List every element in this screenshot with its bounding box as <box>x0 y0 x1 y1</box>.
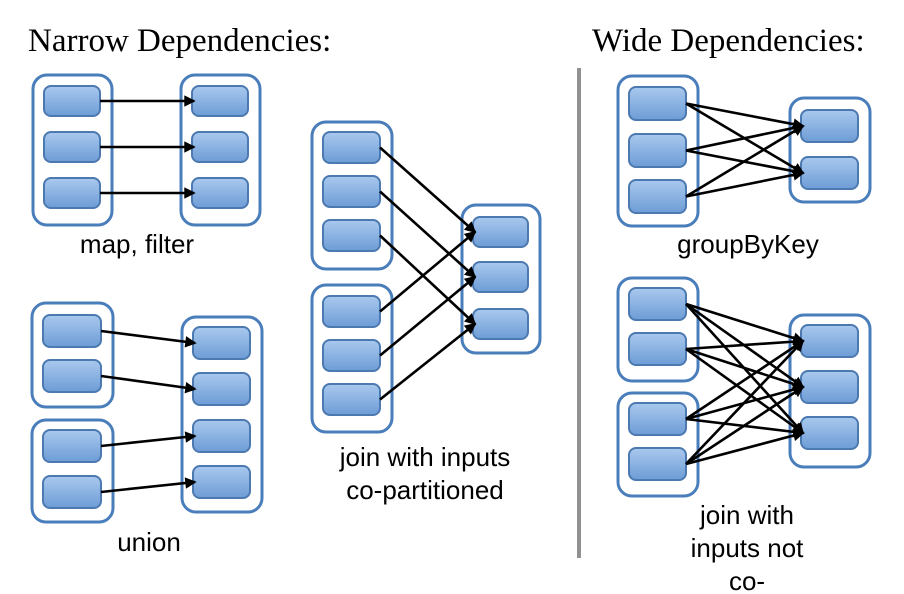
rdd-partitions-layer <box>42 85 859 509</box>
dependency-arrow <box>379 230 477 313</box>
rdd-partition <box>800 156 859 190</box>
dependency-arrow <box>685 335 805 351</box>
dependency-arrow <box>685 347 805 435</box>
rdd-partition <box>192 372 251 406</box>
narrow-dependencies-title: Narrow Dependencies: <box>28 23 332 59</box>
dependency-arrow <box>379 322 477 401</box>
rdd-partition <box>43 131 101 163</box>
rdd-partition <box>42 314 102 348</box>
rdd-partition <box>42 429 102 463</box>
rdd-container <box>180 315 264 514</box>
rdd-partition <box>191 131 249 163</box>
rdd-partition <box>628 447 687 481</box>
dependency-arrow <box>685 122 805 152</box>
rdd-partition <box>192 465 251 499</box>
rdd-partition <box>628 86 687 121</box>
figure-label-join-not-co-partitioned: join with inputs not co-partitioned <box>690 500 804 594</box>
rdd-partition <box>42 359 102 393</box>
rdd-partition <box>472 261 529 293</box>
rdd-partition <box>322 219 381 252</box>
rdd-partition <box>800 416 859 450</box>
dependency-arrow <box>379 190 477 279</box>
figure-label-union: union <box>117 527 181 557</box>
wide-dependencies-title: Wide Dependencies: <box>592 23 865 59</box>
dependency-arrow <box>100 431 197 448</box>
rdd-partition <box>192 326 251 360</box>
rdd-partition <box>322 295 381 328</box>
dependency-arrow <box>100 374 197 394</box>
rdd-partition <box>42 475 102 509</box>
rdd-partition <box>192 419 251 453</box>
rdd-partition <box>800 324 859 358</box>
figure-label-group-by-key: groupByKey <box>677 229 819 259</box>
rdd-partition <box>628 179 687 214</box>
rdd-partition <box>628 332 687 366</box>
dependency-arrow <box>379 234 477 326</box>
rdd-partition <box>191 177 249 209</box>
dependency-arrows-layer <box>100 95 805 494</box>
rdd-partition <box>800 109 859 143</box>
rdd-partition <box>322 175 381 208</box>
rdd-partition <box>472 216 529 248</box>
figure-label-join-co-partitioned: join with inputs co-partitioned <box>339 442 511 505</box>
dependency-arrow <box>100 477 197 494</box>
dependency-arrow <box>685 429 805 466</box>
dependency-arrow <box>685 385 805 466</box>
section-divider-line <box>577 68 581 558</box>
figure-label-map-filter: map, filter <box>79 229 195 259</box>
rdd-partition <box>628 287 687 321</box>
rdd-partition <box>322 383 381 416</box>
rdd-partition <box>628 402 687 436</box>
dependency-arrow <box>379 146 477 234</box>
rdd-partition <box>800 370 859 404</box>
rdd-partition <box>43 177 101 209</box>
dependency-arrow <box>379 275 477 357</box>
dependency-arrow <box>685 302 805 344</box>
dependency-arrow <box>685 339 805 421</box>
rdd-partition <box>322 131 381 164</box>
dependency-arrow <box>685 124 805 198</box>
rdd-partition <box>43 85 101 117</box>
rdd-partition <box>628 133 687 168</box>
rdd-partition <box>472 308 529 340</box>
dependency-arrow <box>685 102 805 130</box>
dependency-arrow <box>685 169 805 198</box>
rdd-partition <box>322 339 381 372</box>
rdd-partition <box>191 85 249 117</box>
dependency-arrow <box>685 347 805 390</box>
dependency-arrow <box>100 329 197 348</box>
dependency-arrow <box>685 339 805 465</box>
